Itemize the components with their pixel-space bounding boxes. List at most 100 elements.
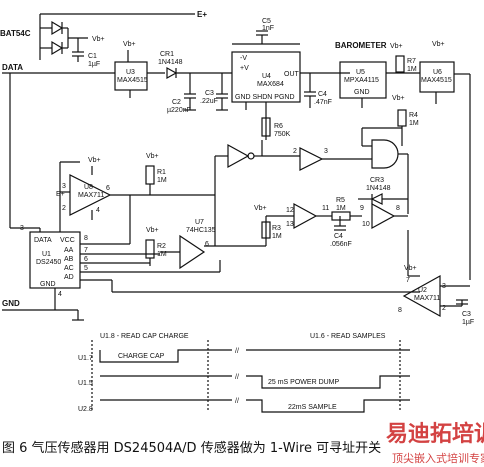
gnd-label: GND	[2, 299, 20, 308]
u3-part: MAX4515	[117, 77, 148, 84]
c4b-value: .056nF	[330, 241, 352, 248]
r7-resistor: Vb+ R7 1M	[390, 43, 417, 73]
u4-ref: U4	[262, 73, 271, 80]
vb-plus-label-1: Vb+	[92, 36, 105, 43]
u4-part: MAX684	[257, 81, 284, 88]
u6-ref: U6	[433, 69, 442, 76]
c3b-value: 1µF	[462, 319, 474, 326]
c5-value: 1nF	[262, 25, 274, 32]
c3-label: C3	[205, 90, 214, 97]
r3-resistor: R3 1M	[261, 221, 282, 240]
r1-resistor: Vb+ R1 1M	[145, 153, 167, 195]
u6-part: MAX4515	[421, 77, 452, 84]
pin-2: 2	[293, 148, 297, 155]
timing-diagram: U1.8 - READ CAP CHARGE U1.6 - READ SAMPL…	[78, 333, 410, 413]
inverter-body	[227, 143, 250, 169]
d1-label: BAT54C	[0, 29, 31, 38]
r2-vb: Vb+	[146, 227, 159, 234]
timing-break-1: //	[235, 348, 239, 355]
u1-part: DS2450	[36, 259, 61, 266]
u4-bottom: GND SHDN PGND	[235, 94, 295, 101]
pin-13: 13	[286, 221, 294, 228]
e-plus-label-2: E+	[56, 191, 65, 198]
c2-label: C2	[172, 99, 181, 106]
c4-label: C4	[318, 91, 327, 98]
u6-vb: Vb+	[432, 41, 445, 48]
u4-neg: -V	[240, 55, 247, 62]
u8-pin-2: 2	[62, 205, 66, 212]
r1-body	[145, 165, 155, 185]
r5-body	[331, 211, 351, 221]
watermark-main: 易迪拓培训	[386, 421, 484, 447]
u8-vb: Vb+	[88, 157, 101, 164]
u7-body	[179, 234, 206, 270]
c2-value: µ220nF	[167, 107, 191, 114]
u2-vb: Vb+	[404, 265, 417, 272]
u2-pin-2: 2	[442, 305, 446, 312]
figure-caption: 图 6 气压传感器用 DS24504A/D 传感器做为 1-Wire 可寻址开关	[2, 440, 381, 456]
buffer-body	[299, 147, 324, 171]
r4-vb: Vb+	[392, 95, 405, 102]
supply-section: E+ Vb+ BAT54C C1 1µF	[0, 10, 207, 68]
r2-value: 1M	[157, 251, 167, 258]
timing-row2-wave-b	[246, 375, 410, 389]
u3-vb: Vb+	[123, 41, 136, 48]
u7-part: 74HC135	[186, 227, 216, 234]
u7-ref: U7	[195, 219, 204, 226]
c4-cap: C4 .47nF	[304, 73, 332, 108]
u2-comparator: Vb+ U2 MAX711 7 3 2 8 C3 1µF	[398, 230, 474, 326]
buffer-3-body	[371, 202, 396, 230]
pin-3: 3	[324, 148, 328, 155]
r4-value: 1M	[409, 120, 419, 127]
timing-row1-label: U1.7	[78, 355, 93, 362]
cr1-label: CR1	[160, 51, 174, 58]
c4b-cap: C4 .056nF	[330, 216, 352, 248]
timing-read-cap-label: U1.8 - READ CAP CHARGE	[100, 333, 189, 340]
u8-comparator: Vb+ U8 MAX711 3 2 6 4 E+	[56, 157, 215, 232]
u1-ac-pin: AC	[64, 265, 74, 272]
cr3-part: 1N4148	[366, 185, 391, 192]
c5-label: C5	[262, 18, 271, 25]
u1-pin-7: 7	[84, 247, 88, 254]
r5-value: 1M	[336, 205, 346, 212]
r2-resistor: Vb+ R2 1M	[145, 227, 167, 266]
r2-body	[145, 239, 155, 259]
watermark: 易迪拓培训 顶尖嵌入式培训专家	[386, 421, 484, 465]
data-label: DATA	[2, 63, 23, 72]
r7-body	[395, 55, 405, 73]
barometer-label: BAROMETER	[335, 41, 387, 50]
r3-value: 1M	[272, 233, 282, 240]
inverter	[214, 140, 263, 246]
r5-label: R5	[336, 197, 345, 204]
timing-row3-label: U2.8	[78, 406, 93, 413]
r6-resistor: R6 750K	[261, 117, 291, 138]
u1-ad-pin: AD	[64, 274, 74, 281]
timing-row2-label: U1.5	[78, 380, 93, 387]
u5-barometer: BAROMETER U5 MPXA4115 GND	[335, 41, 420, 108]
r5-resistor: R5 1M	[331, 197, 362, 221]
u8-part: MAX711	[78, 192, 104, 199]
u1-pin-8: 8	[84, 235, 88, 242]
u5-body	[339, 61, 387, 99]
pin-8: 8	[396, 205, 400, 212]
r6-body	[261, 117, 271, 137]
pin-12: 12	[286, 207, 294, 214]
cr1-part: 1N4148	[158, 59, 183, 66]
pin-11: 11	[322, 205, 329, 212]
timing-row1-wave	[99, 349, 232, 363]
c4-value: .47nF	[314, 99, 332, 106]
u2-pin-8: 8	[398, 307, 402, 314]
r7-value: 1M	[407, 66, 417, 73]
buffer-3: 9 10 8	[360, 202, 408, 230]
and-gate-body	[371, 139, 399, 169]
u3-ref: U3	[126, 69, 135, 76]
r1-vb: Vb+	[146, 153, 159, 160]
r7-vb: Vb+	[390, 43, 403, 50]
u3-switch: Vb+ U3 MAX4515	[114, 41, 165, 98]
buffer-2: Vb+ 12 13 11	[254, 202, 332, 230]
u5-ref: U5	[356, 69, 365, 76]
r7-label: R7	[407, 58, 416, 65]
u1-ref: U1	[42, 251, 51, 258]
u1-data-pin: DATA	[34, 237, 52, 244]
